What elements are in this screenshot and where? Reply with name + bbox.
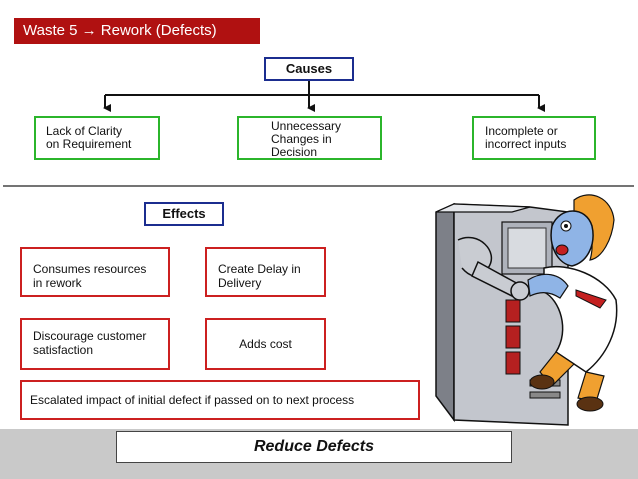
effect-box-cost: Adds cost [205, 318, 326, 370]
effect-box-escalated: Escalated impact of initial defect if pa… [20, 380, 420, 420]
cause-box-changes: Unnecessary Changes in Decision [237, 116, 382, 160]
effect-label: Consumes resources in rework [33, 262, 147, 290]
effect-label: Escalated impact of initial defect if pa… [30, 393, 355, 407]
effect-box-delay: Create Delay in Delivery [205, 247, 326, 297]
robot-arm-icon [457, 236, 530, 301]
cause-label: Incomplete or incorrect inputs [485, 124, 567, 151]
man-figure-icon [527, 194, 618, 412]
cause-label: Lack of Clarity on Requirement [46, 124, 132, 151]
reduce-defects-label: Reduce Defects [116, 431, 512, 463]
cause-box-clarity: Lack of Clarity on Requirement [34, 116, 160, 160]
effect-label: Create Delay in Delivery [218, 262, 301, 290]
effect-box-resources: Consumes resources in rework [20, 247, 170, 297]
causes-heading: Causes [264, 57, 354, 81]
cause-box-inputs: Incomplete or incorrect inputs [472, 116, 596, 160]
effects-heading: Effects [144, 202, 224, 226]
causes-connector [103, 81, 545, 112]
computer-tower-icon [435, 202, 569, 426]
effect-box-satisfaction: Discourage customer satisfaction [20, 318, 170, 370]
cause-label: Unnecessary Changes in Decision [271, 119, 342, 159]
effect-label: Adds cost [239, 337, 292, 351]
effect-label: Discourage customer satisfaction [33, 329, 147, 357]
slide-title: Waste 5 → Rework (Defects) [14, 18, 260, 44]
